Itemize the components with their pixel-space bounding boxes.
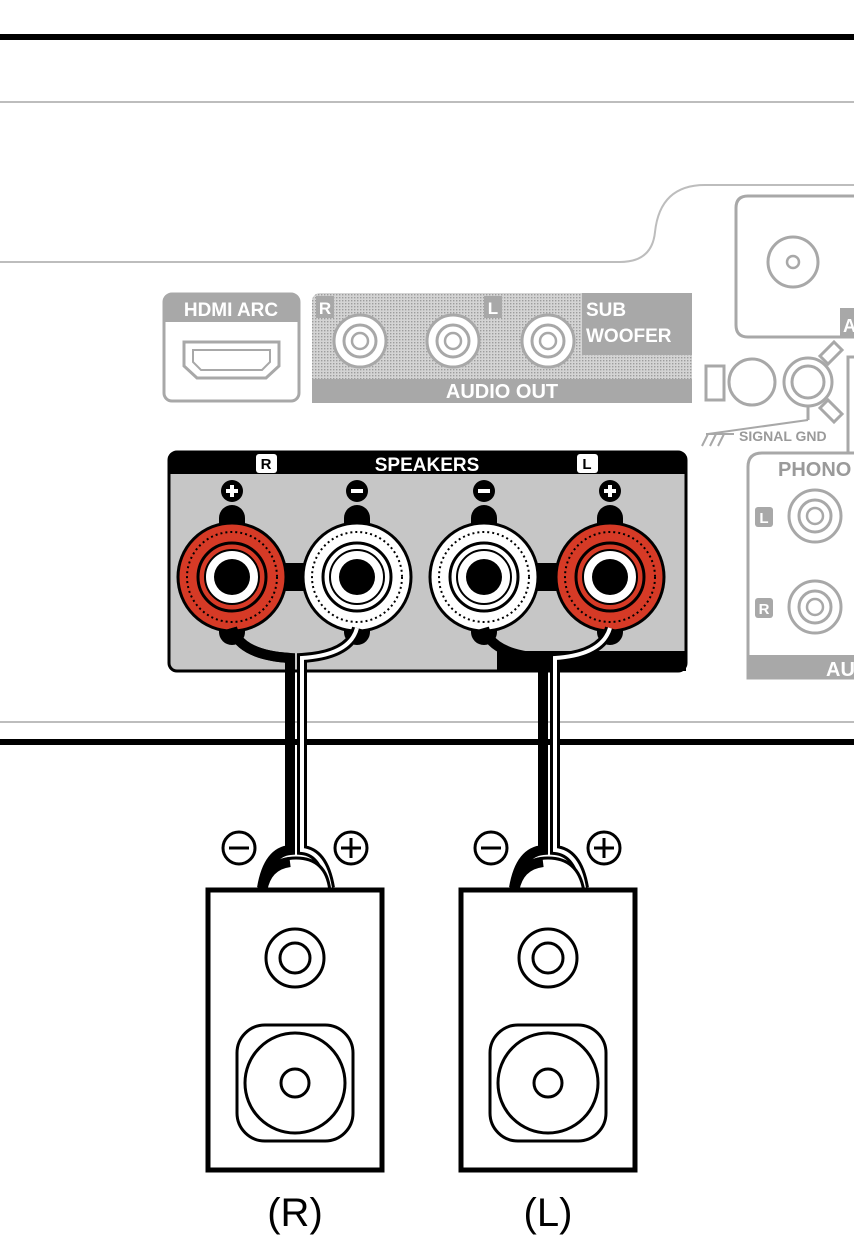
speaker-terminal-panel: SPEAKERS R L: [167, 450, 688, 673]
terminal-r-positive: [176, 505, 288, 645]
rca-jack-audio-out-r: [332, 313, 388, 369]
subwoofer-label-line1: SUB: [586, 300, 626, 321]
phono-r-badge: [755, 598, 773, 618]
top-border-line: [0, 34, 854, 40]
terminal-l-negative: [428, 505, 540, 645]
audio-out-block: AUDIO OUT R L SUB WOOFER: [312, 293, 692, 403]
left-speaker-polarity: [473, 830, 622, 866]
rca-jack-subwoofer: [520, 313, 576, 369]
plus-icon: [599, 480, 621, 502]
right-speaker-polarity: [221, 830, 369, 866]
aux-top-label: A: [843, 316, 854, 336]
left-speaker-caption: (L): [524, 1191, 573, 1235]
svg-text:R: R: [759, 601, 770, 618]
hdmi-arc-port: HDMI ARC: [162, 292, 301, 403]
rca-jack-phono-l: [787, 488, 843, 544]
terminal-r-negative: [301, 505, 413, 645]
audio-out-r-badge: [316, 296, 334, 318]
chassis-outline: [0, 184, 854, 263]
signal-gnd-label: SIGNAL GND: [739, 428, 827, 444]
signal-gnd-terminal: SIGNAL GND: [701, 339, 845, 447]
svg-text:R: R: [319, 299, 331, 318]
speaker-right: [205, 856, 385, 1173]
hdmi-label: HDMI ARC: [184, 300, 279, 321]
terminal-l-positive: [554, 505, 666, 645]
bottom-border-line: [0, 739, 854, 745]
speaker-left: [458, 856, 638, 1173]
audio-out-l-badge: [484, 296, 502, 318]
right-speaker-caption: (R): [267, 1191, 323, 1235]
speakers-l-badge: L: [582, 456, 591, 473]
speakers-r-badge: R: [261, 456, 272, 473]
phono-bottom-label: AU: [826, 659, 854, 681]
rca-jack-phono-r: [787, 579, 843, 635]
aux-jack: [766, 235, 820, 289]
phono-l-badge: [755, 507, 773, 527]
subwoofer-label-line2: WOOFER: [586, 326, 672, 347]
phono-input-block: AU PHONO L R: [746, 355, 854, 681]
speakers-title: SPEAKERS: [375, 455, 480, 476]
plus-icon: [221, 480, 243, 502]
rca-jack-audio-out-l: [425, 313, 481, 369]
svg-text:L: L: [759, 510, 768, 527]
minus-icon: [346, 480, 368, 502]
svg-text:L: L: [488, 299, 498, 318]
audio-out-label: AUDIO OUT: [446, 381, 558, 403]
hdmi-connector-icon: [182, 340, 281, 380]
aux-input-box: A: [734, 194, 854, 339]
phono-label: PHONO: [778, 459, 851, 481]
minus-icon: [473, 480, 495, 502]
